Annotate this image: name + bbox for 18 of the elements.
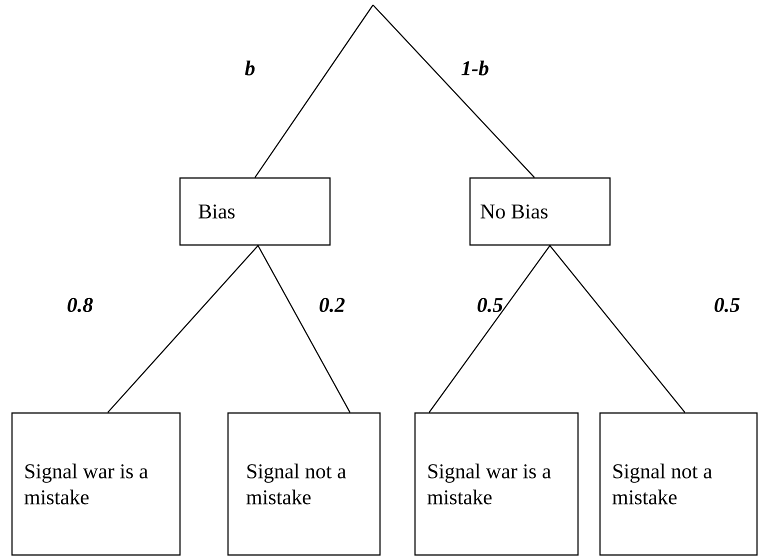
branch-line xyxy=(107,245,258,413)
outcome-box: Signal not a mistake xyxy=(227,412,381,556)
branch-line xyxy=(254,4,374,178)
edge-label: 0.2 xyxy=(320,298,345,312)
branch-line xyxy=(549,245,686,413)
outcome-box: Signal not a mistake xyxy=(599,412,758,556)
edge-label: 1-b xyxy=(462,60,488,76)
branch-line xyxy=(258,245,350,413)
outcome-box: Signal war is a mistake xyxy=(11,412,181,556)
branch-box: Bias xyxy=(179,177,331,246)
outcome-box: Signal war is a mistake xyxy=(414,412,579,556)
branch-box: No Bias xyxy=(469,177,611,246)
edge-label: 0.5 xyxy=(714,298,740,312)
edge-label: 0.5 xyxy=(478,298,503,312)
edge-label: b xyxy=(245,60,255,76)
branch-line xyxy=(428,245,550,413)
edge-label: 0.8 xyxy=(68,298,93,312)
branch-line xyxy=(372,4,535,178)
